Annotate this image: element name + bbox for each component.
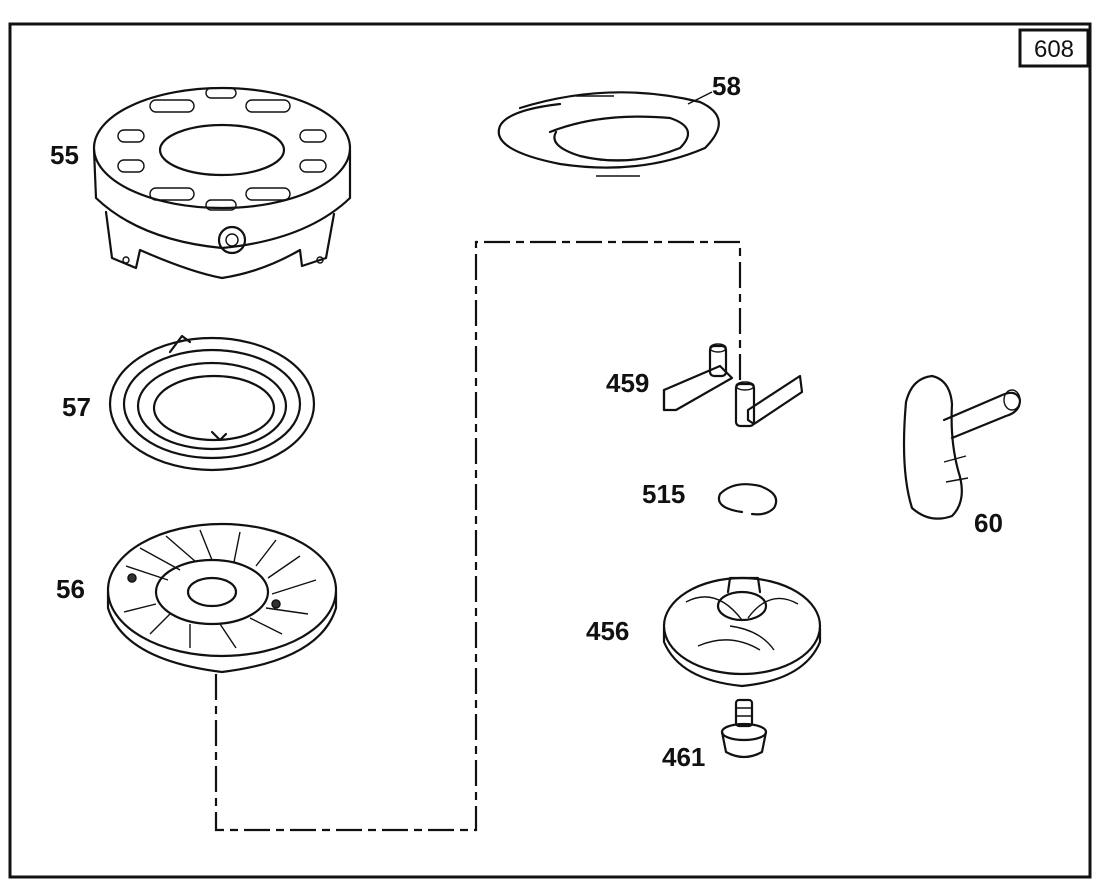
rewind-housing-drawing: [92, 86, 352, 280]
label-rope-handle: 60: [974, 508, 1003, 538]
ratchet-drawing: [662, 576, 822, 688]
label-ratchet: 456: [586, 616, 629, 646]
page-number-box: 608: [1018, 28, 1090, 68]
label-pulley: 56: [56, 574, 85, 604]
label-rewind-spring: 57: [62, 392, 91, 422]
label-pawl: 459: [606, 368, 649, 398]
diagram-border: [8, 22, 1092, 879]
label-starter-rope: 58: [712, 71, 741, 101]
assembly-leader-line: [214, 240, 742, 832]
label-rewind-housing: 55: [50, 140, 79, 170]
label-retainer-screw: 461: [662, 742, 705, 772]
retainer-screw-drawing: [720, 698, 768, 759]
pulley-drawing: [106, 522, 338, 674]
pawl-drawing: [662, 343, 804, 428]
rope-handle-drawing: [902, 374, 1022, 520]
rewind-spring-drawing: [108, 334, 316, 472]
retainer-ring-drawing: [717, 483, 778, 516]
label-retainer-ring: 515: [642, 479, 685, 509]
page-number: 608: [1034, 36, 1074, 63]
starter-rope-drawing: [497, 91, 720, 177]
